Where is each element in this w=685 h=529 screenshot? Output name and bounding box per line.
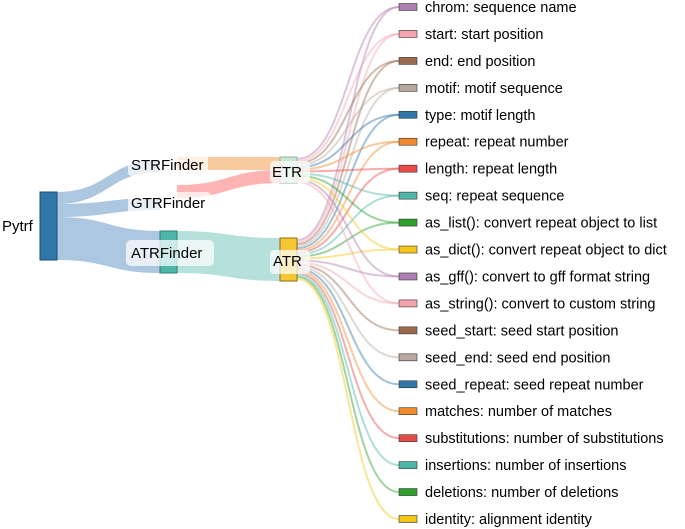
link-atr-as-string <box>296 261 400 305</box>
attr-marker-deletions <box>398 488 418 496</box>
attr-label-seed-end: seed_end: seed end position <box>425 350 610 366</box>
node-pytrf <box>39 191 58 261</box>
attr-marker-motif <box>398 84 418 92</box>
attr-label-as-dict: as_dict(): convert repeat object to dict <box>425 243 667 259</box>
attr-marker-identity <box>398 515 418 523</box>
attr-label-length: length: repeat length <box>425 162 557 178</box>
link-atr-motif <box>296 86 400 248</box>
link-atr-as-dict <box>296 248 400 260</box>
attr-marker-seed-repeat <box>398 380 418 389</box>
link-atr-as-gff <box>296 259 400 278</box>
attr-marker-type <box>398 110 418 119</box>
link-atr-identity <box>296 277 400 520</box>
link-etr-motif <box>296 86 400 167</box>
link-etr-type <box>296 113 400 169</box>
link-atr-substitutions <box>296 271 400 440</box>
link-etr-as-dict <box>296 176 400 251</box>
link-etr-as-list <box>296 174 400 224</box>
attr-label-matches: matches: number of matches <box>425 404 612 420</box>
link-atr-matches <box>296 269 400 413</box>
attr-marker-as-list <box>398 218 418 227</box>
link-etr-start <box>296 32 400 163</box>
attr-marker-length <box>398 164 418 173</box>
attr-label-seq: seq: repeat sequence <box>425 189 564 205</box>
attr-marker-matches <box>398 407 418 416</box>
link-etr-end <box>296 59 400 165</box>
link-atr-seed-end <box>296 265 400 359</box>
attr-label-substitutions: substitutions: number of substitutions <box>425 431 664 447</box>
attr-label-as-list: as_list(): convert repeat object to list <box>425 216 657 232</box>
node-label-pytrf: Pytrf <box>2 218 34 235</box>
attr-label-motif: motif: motif sequence <box>425 81 563 97</box>
link-etr-as-gff <box>296 178 400 278</box>
attr-label-seed-repeat: seed_repeat: seed repeat number <box>425 377 644 393</box>
attr-marker-seq <box>398 191 418 200</box>
link-etr-as-string <box>296 180 400 305</box>
link-atr-seed-repeat <box>296 267 400 386</box>
attr-label-insertions: insertions: number of insertions <box>425 458 627 474</box>
link-etr-chrom <box>296 6 400 161</box>
attr-marker-seed-end <box>398 353 418 362</box>
link-atr-length <box>296 167 400 254</box>
attr-label-seed-start: seed_start: seed start position <box>425 323 618 339</box>
attr-label-end: end: end position <box>425 54 535 70</box>
attr-label-type: type: motif length <box>425 108 535 124</box>
attr-label-chrom: chrom: sequence name <box>425 0 577 16</box>
attr-label-deletions: deletions: number of deletions <box>425 485 618 501</box>
attr-label-repeat: repeat: repeat number <box>425 135 569 151</box>
node-label-etr: ETR <box>272 164 302 181</box>
link-atr-seed-start <box>296 263 400 332</box>
flow-gtrfinder-etr <box>177 170 280 198</box>
link-atr-start <box>296 32 400 244</box>
node-label-atr: ATR <box>273 253 302 270</box>
link-atr-seq <box>296 194 400 256</box>
attr-marker-seed-start <box>398 326 418 335</box>
link-etr-repeat <box>296 140 400 171</box>
node-label-strfinder: STRFinder <box>131 157 204 174</box>
attr-marker-end <box>398 57 418 65</box>
attribute-list: chrom: sequence name start: start positio… <box>398 0 667 528</box>
attr-label-identity: identity: alignment identity <box>425 512 593 528</box>
attr-marker-as-gff <box>398 272 418 281</box>
link-atr-as-list <box>296 221 400 258</box>
link-atr-type <box>296 113 400 250</box>
attr-marker-insertions <box>398 461 418 469</box>
node-label-atrfinder: ATRFinder <box>131 245 202 262</box>
link-etr-length <box>296 167 400 173</box>
attr-label-as-gff: as_gff(): convert to gff format string <box>425 269 650 285</box>
attr-marker-start <box>398 30 418 38</box>
attribute-links <box>296 6 400 520</box>
attr-marker-repeat <box>398 137 418 146</box>
flow-links <box>57 157 280 281</box>
attr-marker-substitutions <box>398 434 418 442</box>
link-atr-deletions <box>296 275 400 494</box>
attr-label-start: start: start position <box>425 27 543 43</box>
attr-marker-as-dict <box>398 245 418 254</box>
attr-label-as-string: as_string(): convert to custom string <box>425 296 655 312</box>
link-atr-chrom <box>296 6 400 242</box>
node-label-gtrfinder: GTRFinder <box>131 195 205 212</box>
attr-marker-chrom <box>398 3 418 11</box>
link-atr-end <box>296 59 400 246</box>
attr-marker-as-string <box>398 299 418 308</box>
link-etr-seq <box>296 172 400 197</box>
link-atr-insertions <box>296 273 400 467</box>
link-atr-repeat <box>296 140 400 252</box>
